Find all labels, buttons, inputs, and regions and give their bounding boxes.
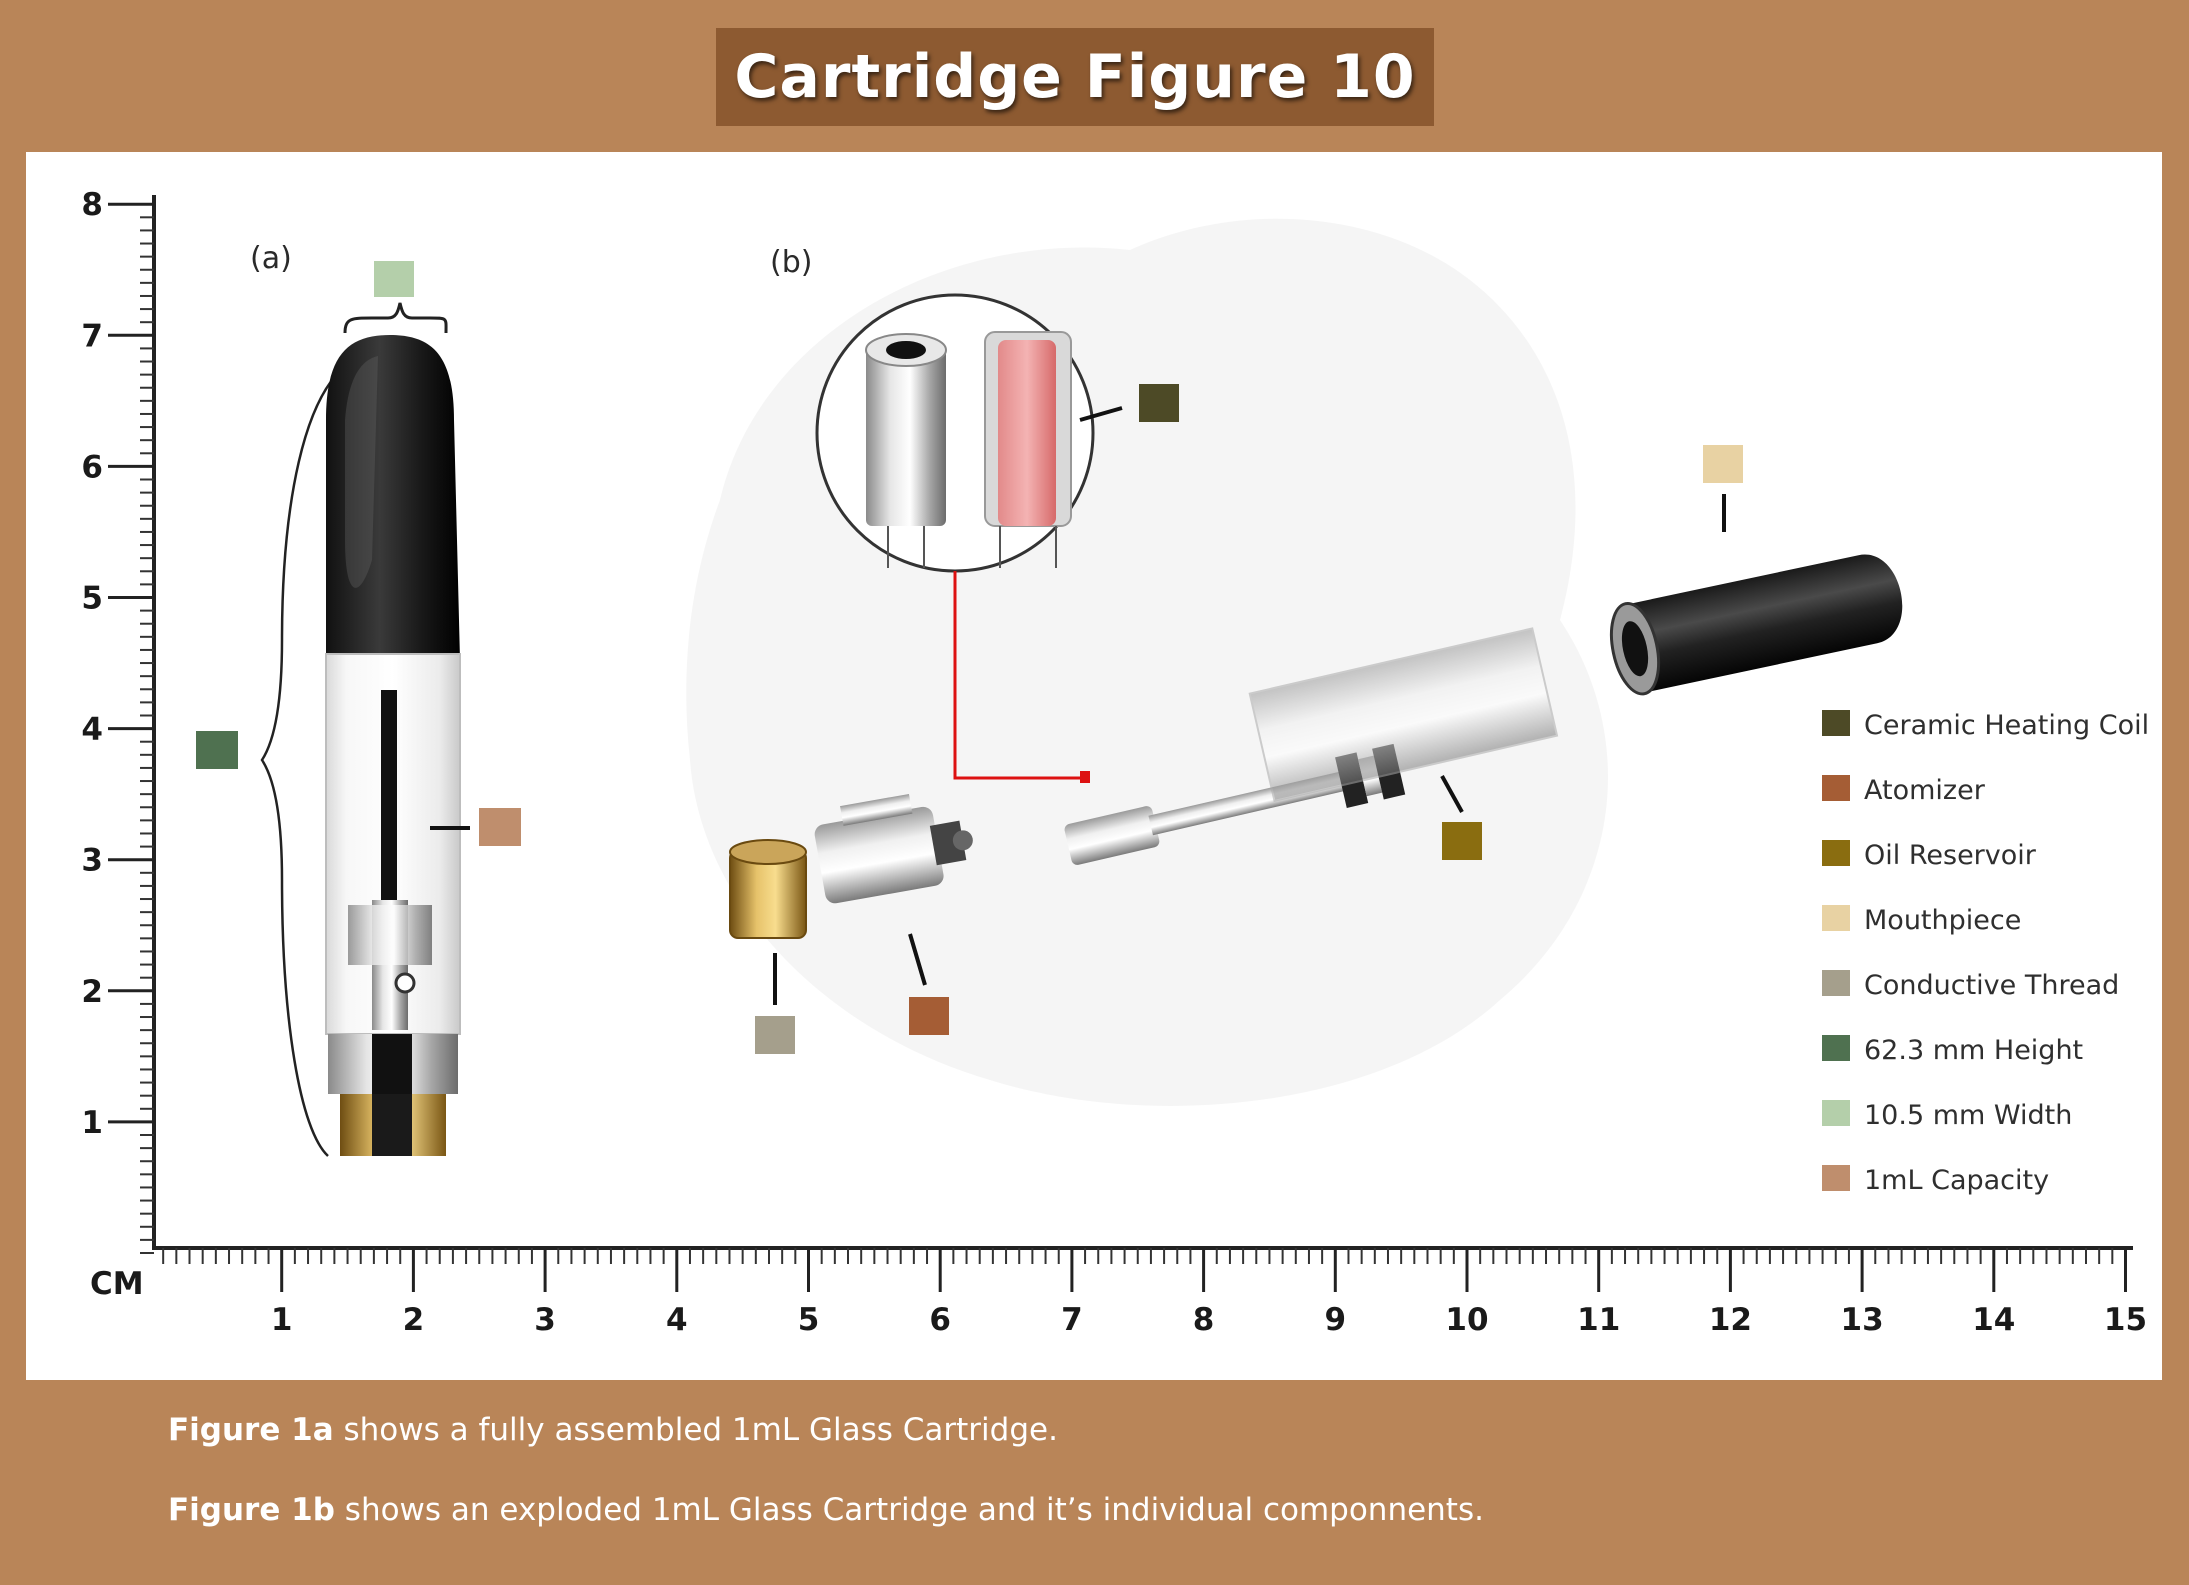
x-tick-label: 15 [2104,1302,2147,1338]
width-brace [343,302,448,334]
axis-unit-label: CM [90,1266,144,1302]
caption-1-text: shows a fully assembled 1mL Glass Cartri… [333,1412,1058,1448]
caption-2-text: shows an exploded 1mL Glass Cartridge an… [334,1492,1484,1528]
center-post [381,690,397,910]
legend-label: Conductive Thread [1864,970,2119,1001]
x-tick-label: 4 [666,1302,688,1338]
atomizer-marker [909,997,949,1035]
width-marker [374,261,414,297]
oil-reservoir-marker [1442,822,1482,860]
conductive-thread-exploded [729,839,807,939]
legend-swatch [1822,775,1850,801]
heating-coil-marker [1139,384,1179,422]
y-tick-label: 3 [81,843,103,879]
y-tick-label: 4 [81,712,103,748]
y-tick-label: 1 [81,1105,103,1141]
legend-label: Mouthpiece [1864,905,2021,936]
x-tick-label: 11 [1577,1302,1620,1338]
legend-label: 62.3 mm Height [1864,1035,2083,1066]
x-tick-label: 10 [1445,1302,1488,1338]
y-tick-label: 6 [81,449,103,485]
legend-label: Oil Reservoir [1864,840,2037,871]
title-banner: Cartridge Figure 10 [716,28,1434,126]
y-tick-label: 7 [81,318,103,354]
assembled-cartridge [260,302,470,1157]
caption-2-bold: Figure 1b [168,1492,335,1528]
legend-swatch [1822,1100,1850,1126]
legend-label: 10.5 mm Width [1864,1100,2072,1131]
coil-sleeve [866,346,946,526]
atomizer-exploded [814,793,973,904]
coil-magnifier [815,293,1123,573]
x-tick-label: 9 [1325,1302,1347,1338]
x-tick-label: 12 [1709,1302,1752,1338]
mouthpiece-marker [1703,445,1743,483]
y-tick-label: 2 [81,974,103,1010]
x-tick-label: 7 [1061,1302,1083,1338]
legend-swatch [1822,1035,1850,1061]
coil-connector-line [953,571,1085,780]
legend-swatch [1822,710,1850,736]
mouthpiece-assembled [326,335,460,660]
conductive-thread-marker [755,1016,795,1054]
page-title: Cartridge Figure 10 [734,42,1416,112]
legend-label: 1mL Capacity [1864,1165,2049,1196]
y-axis: 1 2 3 4 5 6 7 8 [81,187,156,1254]
x-tick-label: 6 [929,1302,951,1338]
x-tick-label: 8 [1193,1302,1215,1338]
capacity-marker [479,808,521,846]
legend-swatch [1822,840,1850,866]
height-brace [260,354,363,1157]
legend-label: Atomizer [1864,775,1986,806]
figure-a-label: (a) [250,241,292,276]
y-tick-label: 5 [81,581,103,617]
x-tick-label: 1 [271,1302,293,1338]
caption-1-bold: Figure 1a [168,1412,334,1448]
y-tick-label: 8 [81,187,103,223]
legend-swatch [1822,970,1850,996]
legend-label: Ceramic Heating Coil [1864,710,2149,741]
x-tick-label: 2 [403,1302,425,1338]
oil-reservoir-exploded [1248,627,1559,803]
x-tick-label: 13 [1841,1302,1884,1338]
caption-2: Figure 1b shows an exploded 1mL Glass Ca… [168,1492,1484,1528]
height-marker [196,731,238,769]
x-tick-label: 5 [798,1302,820,1338]
x-tick-label: 14 [1972,1302,2015,1338]
legend-swatch [1822,1165,1850,1191]
mouthpiece-exploded [1609,554,1903,696]
figure-b-label: (b) [770,245,812,280]
legend-swatch [1822,905,1850,931]
caption-1: Figure 1a shows a fully assembled 1mL Gl… [168,1412,1058,1448]
x-tick-label: 3 [534,1302,556,1338]
